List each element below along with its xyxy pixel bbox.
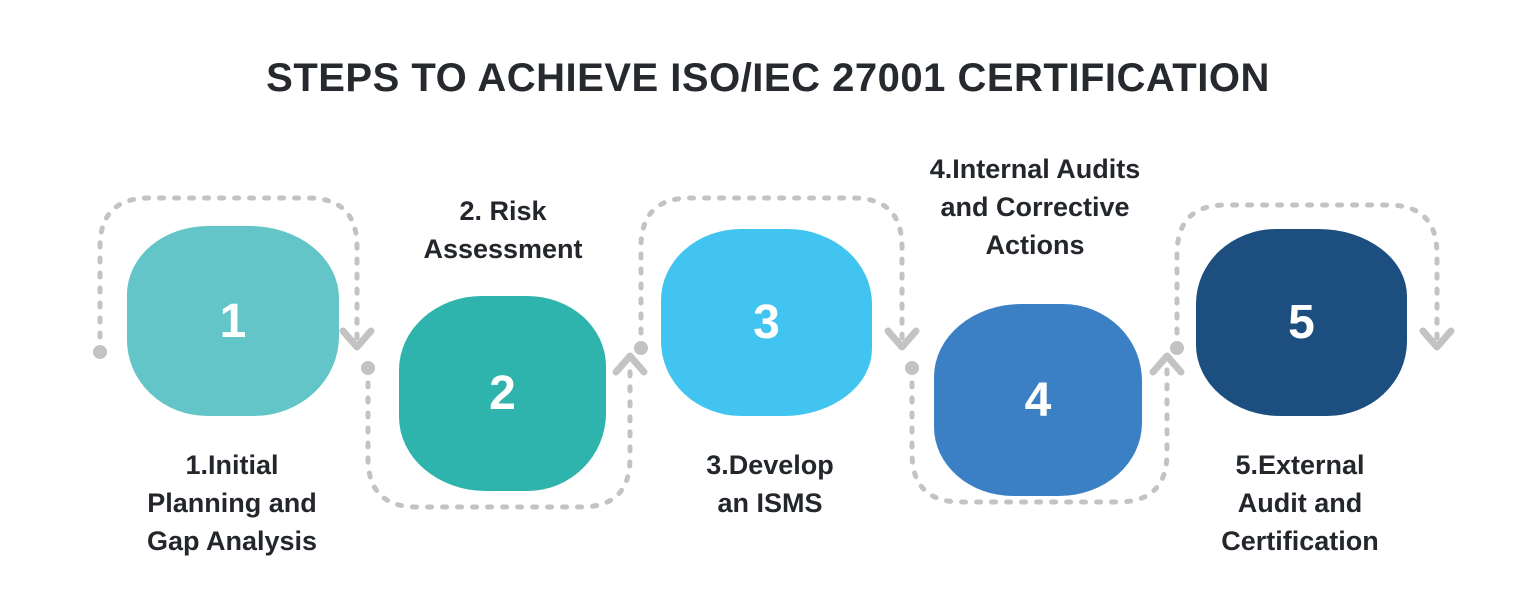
step-1-shape: 1 [127, 226, 339, 416]
page-title: STEPS TO ACHIEVE ISO/IEC 27001 CERTIFICA… [266, 56, 1270, 100]
step-3-number: 3 [753, 296, 780, 349]
step-1-label: 1.Initial Planning and Gap Analysis [146, 450, 318, 556]
path-start-dot [361, 361, 375, 375]
step-2-number: 2 [489, 367, 516, 420]
step-4-label: 4.Internal Audits and Corrective Actions [929, 154, 1141, 260]
connector-path-3 [638, 195, 905, 351]
step-5-number: 5 [1288, 296, 1315, 349]
step-2-shape: 2 [399, 296, 606, 491]
arrow-up-icon [1149, 352, 1185, 376]
connector-path-5 [1174, 202, 1440, 351]
arrow-down-icon [884, 327, 920, 351]
step-5-label: 5.External Audit and Certification [1221, 450, 1379, 556]
arrow-down-icon [1419, 327, 1455, 351]
step-4-number: 4 [1024, 373, 1052, 427]
path-start-dot [634, 341, 648, 355]
connector-path-4 [909, 365, 1170, 505]
connector-path-2 [365, 365, 633, 510]
path-start-dot [93, 345, 107, 359]
path-start-dot [905, 361, 919, 375]
step-1-number: 1 [219, 294, 247, 348]
arrow-up-icon [612, 352, 648, 376]
step-3-shape: 3 [661, 229, 872, 416]
step-2-label: 2. Risk Assessment [423, 196, 583, 264]
connector-group [93, 195, 1455, 510]
arrow-down-icon [339, 327, 375, 351]
path-start-dot [1170, 341, 1184, 355]
step-3-label: 3.Develop an ISMS [706, 450, 834, 518]
step-4-shape: 4 [934, 304, 1142, 496]
step-5-shape: 5 [1196, 229, 1407, 416]
